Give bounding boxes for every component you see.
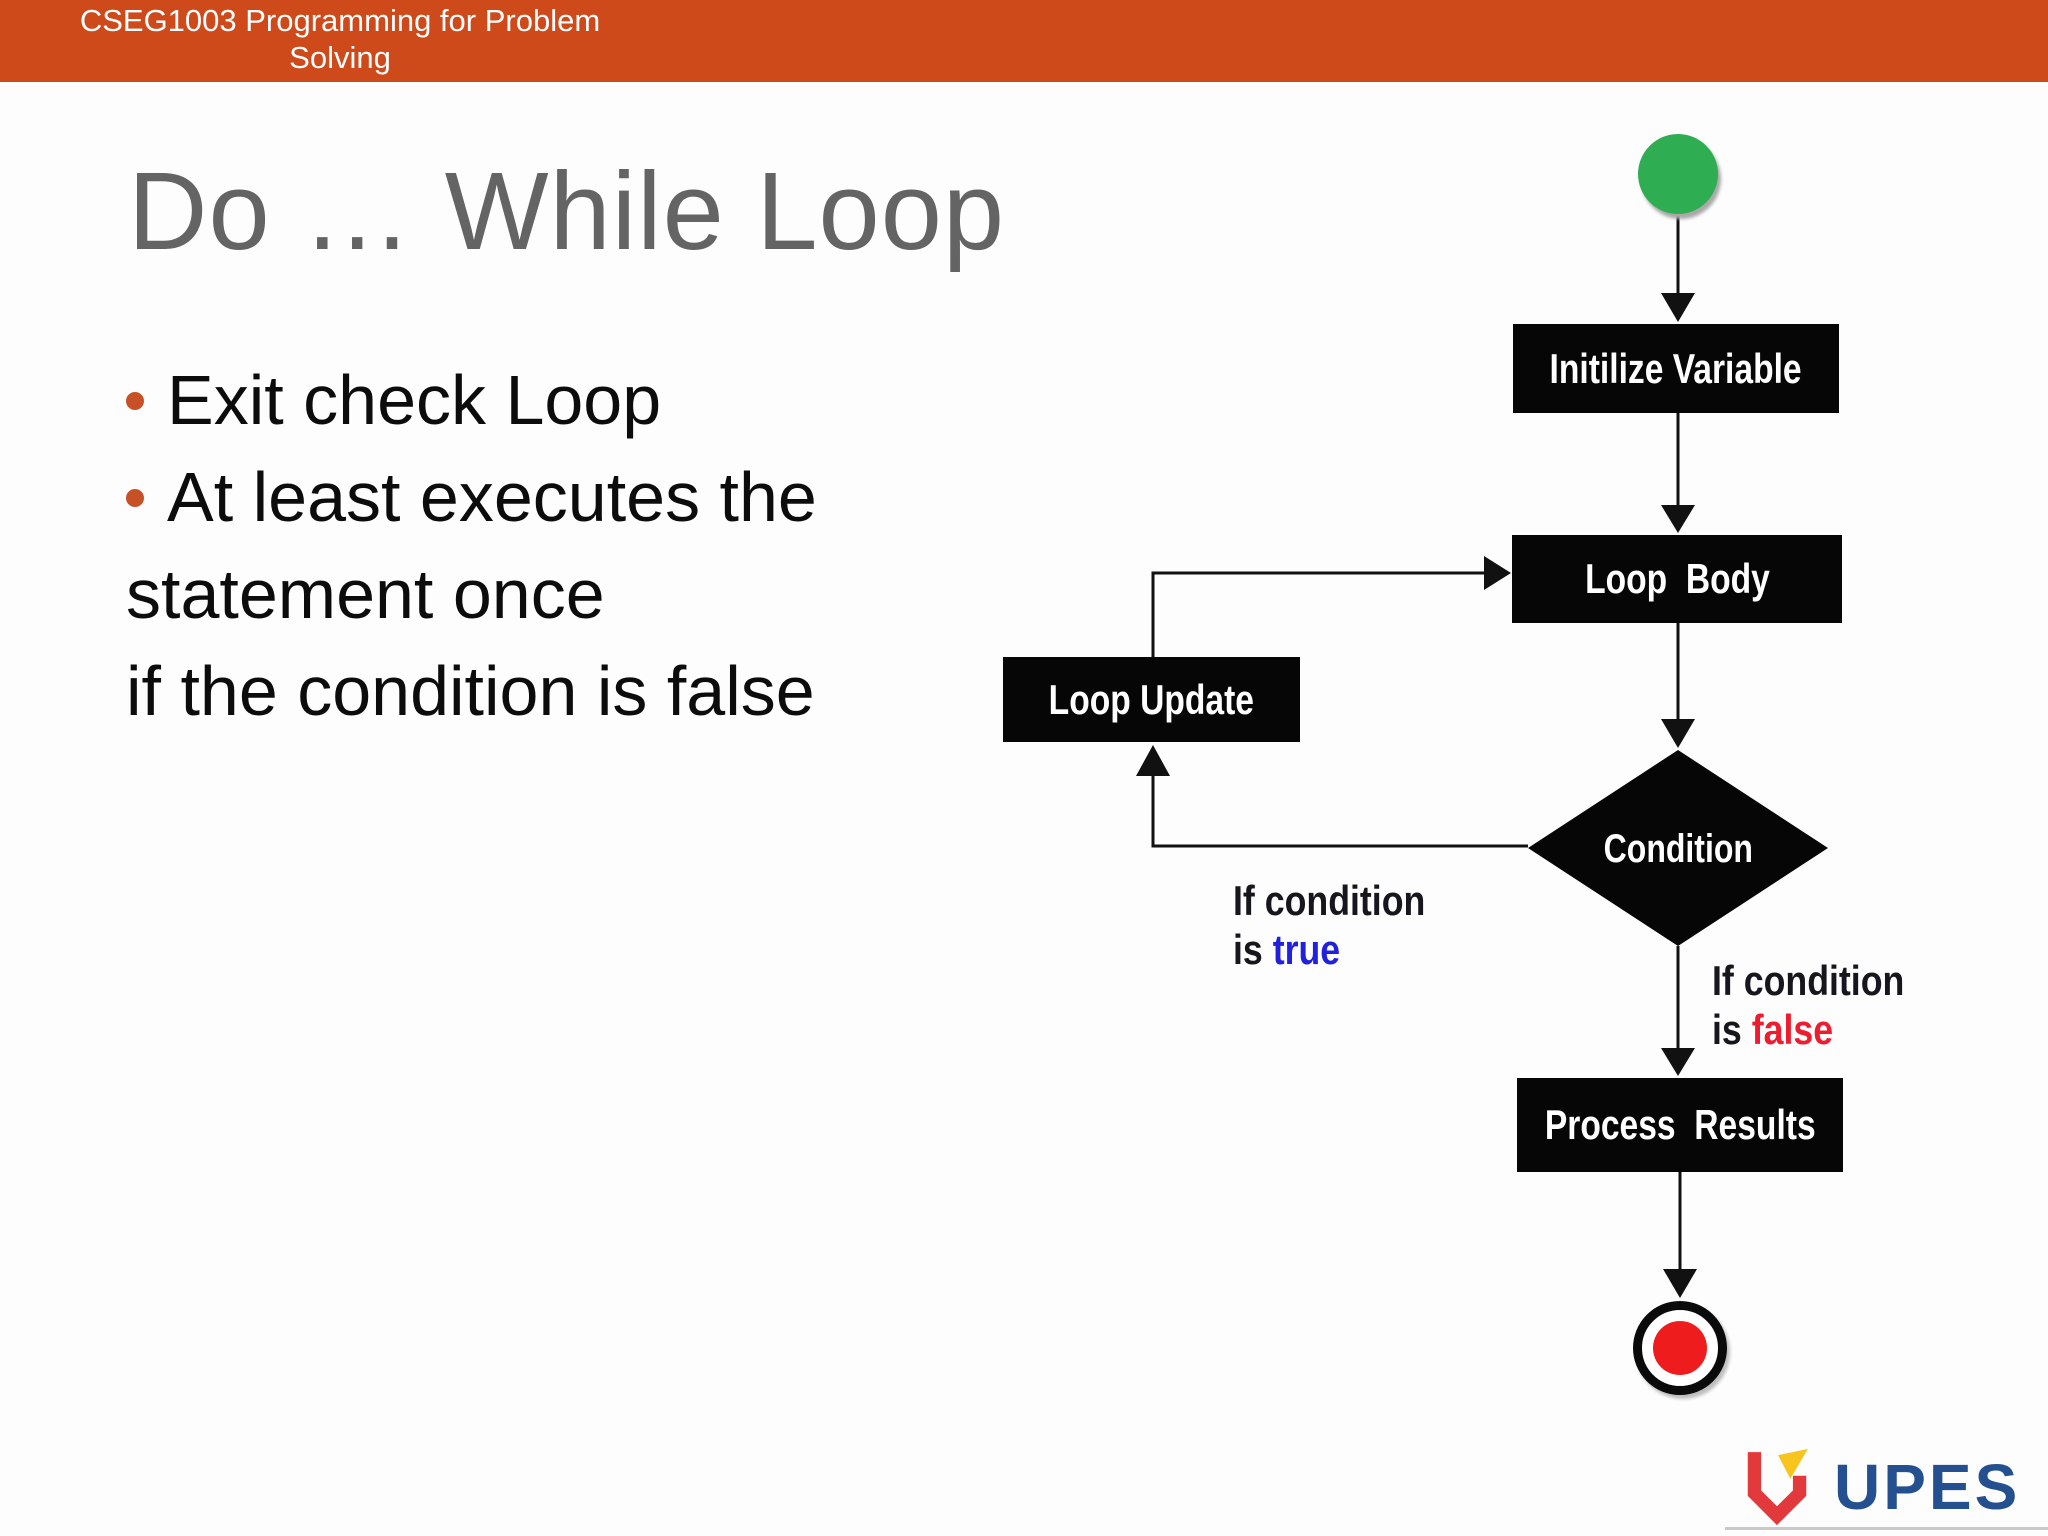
node-label: Loop Update <box>1048 675 1255 723</box>
end-node-center <box>1653 1321 1707 1375</box>
bullet-dot-icon <box>126 488 144 507</box>
node-label: Initilize Variable <box>1549 344 1803 392</box>
bullet-text: At least executes the <box>167 458 817 536</box>
bullet-dot-icon <box>126 391 144 410</box>
course-title-line2: Solving <box>289 40 391 75</box>
bullet-text: statement once <box>126 555 605 633</box>
bullet-text: Exit check Loop <box>167 361 662 439</box>
page-title: Do … While Loop <box>128 150 1006 273</box>
false-branch-line2: is false <box>1712 1006 1834 1053</box>
course-title-line1: CSEG1003 Programming for Problem <box>79 3 601 38</box>
arrowhead-down-icon <box>1663 1269 1697 1298</box>
bullet-line: Exit check Loop <box>126 352 817 449</box>
false-keyword: false <box>1751 1006 1834 1053</box>
end-node <box>1633 1301 1727 1395</box>
arrowhead-up-icon <box>1136 745 1170 776</box>
header-bar: CSEG1003 Programming for Problem Solving <box>0 0 2048 82</box>
arrowhead-down-icon <box>1661 719 1695 748</box>
true-keyword: true <box>1272 926 1341 973</box>
node-label: Process Results <box>1544 1101 1816 1148</box>
true-branch-line2: is true <box>1233 926 1341 973</box>
arrowhead-down-icon <box>1661 1048 1695 1076</box>
false-branch-line1: If condition <box>1712 957 1905 1004</box>
node-loop-update: Loop Update <box>1003 657 1300 742</box>
bullet-text: if the condition is false <box>126 652 815 730</box>
true-branch-line1: If condition <box>1233 877 1426 924</box>
bullet-list: Exit check Loop At least executes the st… <box>126 352 817 740</box>
upes-logo-mark-icon <box>1747 1449 1808 1526</box>
upes-logo: UPES <box>1742 1446 2032 1526</box>
false-branch-label: If condition is false <box>1712 956 1904 1054</box>
arrowhead-down-icon <box>1661 505 1695 533</box>
bullet-line-continuation: statement once <box>126 546 817 643</box>
start-node <box>1638 134 1718 214</box>
node-initialize-variable: Initilize Variable <box>1513 324 1839 413</box>
bullet-line-continuation: if the condition is false <box>126 643 817 740</box>
node-condition: Condition <box>1528 820 1828 878</box>
connector-condition-to-loop-update <box>1151 776 1528 848</box>
node-loop-body: Loop Body <box>1512 535 1842 623</box>
course-title: CSEG1003 Programming for Problem Solving <box>40 2 640 76</box>
true-branch-label: If condition is true <box>1233 876 1425 974</box>
bullet-line: At least executes the <box>126 449 817 546</box>
footer-divider <box>1725 1527 2048 1530</box>
arrowhead-right-icon <box>1484 556 1511 590</box>
connector-loop-update-to-loop-body <box>1151 571 1484 657</box>
upes-logo-text: UPES <box>1834 1451 2021 1523</box>
arrowhead-down-icon <box>1661 293 1695 322</box>
node-process-results: Process Results <box>1517 1078 1843 1172</box>
node-label: Loop Body <box>1584 555 1770 602</box>
node-label: Condition <box>1603 826 1753 871</box>
